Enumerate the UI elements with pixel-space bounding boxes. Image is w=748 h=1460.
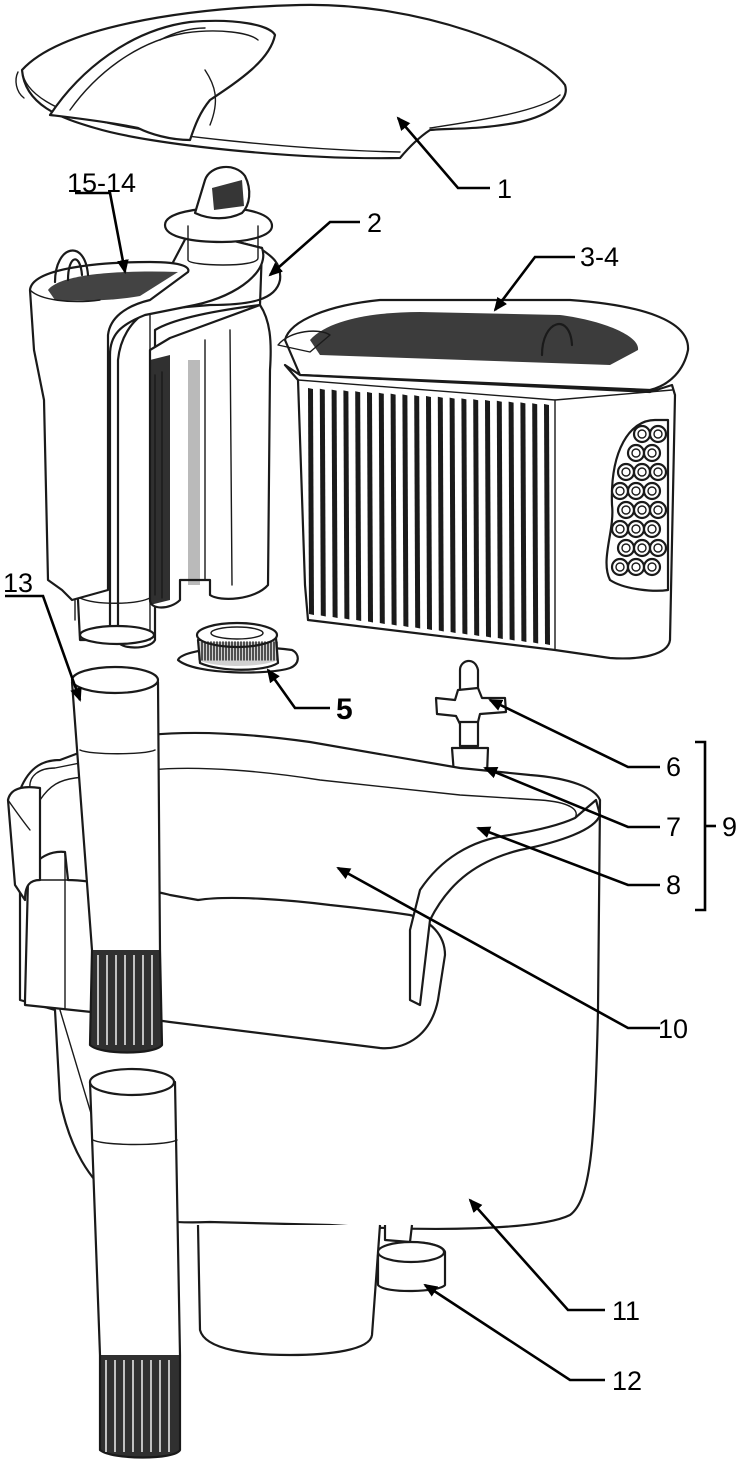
cartridge-slat xyxy=(544,404,550,645)
bio-ball xyxy=(650,464,666,480)
cartridge-slat xyxy=(343,390,349,619)
leader-6 xyxy=(490,700,660,767)
leader-12 xyxy=(425,1285,605,1380)
bio-ball xyxy=(644,559,660,575)
label-12: 12 xyxy=(612,1366,642,1396)
cartridge-slat xyxy=(402,394,408,627)
bio-ball xyxy=(618,464,634,480)
leader-2 xyxy=(270,222,360,275)
foot-plug xyxy=(378,1225,445,1291)
lid xyxy=(16,5,566,158)
bio-ball xyxy=(618,540,634,556)
bio-ball xyxy=(634,464,650,480)
cartridge-slat xyxy=(367,392,373,623)
bio-ball xyxy=(612,521,628,537)
intake-tube-lower xyxy=(90,1069,180,1458)
cartridge-slat xyxy=(473,399,479,636)
bio-ball xyxy=(650,540,666,556)
bio-ball xyxy=(628,445,644,461)
filter-cartridge xyxy=(278,300,688,658)
cartridge-slat xyxy=(520,402,526,642)
cartridge-slat xyxy=(532,403,538,643)
label-8: 8 xyxy=(666,870,681,900)
bio-ball xyxy=(628,483,644,499)
bio-ball xyxy=(634,502,650,518)
cartridge-slat xyxy=(355,391,361,621)
cartridge-slat xyxy=(379,393,385,624)
cartridge-slat xyxy=(414,395,420,628)
impeller-cover xyxy=(178,623,298,673)
label-7: 7 xyxy=(666,812,681,842)
leader-13 xyxy=(5,596,80,700)
cartridge-slat xyxy=(509,402,515,641)
leader-5 xyxy=(268,670,330,708)
bio-ball xyxy=(612,483,628,499)
bio-ball xyxy=(634,426,650,442)
cartridge-slat xyxy=(497,401,503,639)
cartridge-slat xyxy=(426,396,432,630)
label-10: 10 xyxy=(658,1014,688,1044)
cartridge-slat xyxy=(461,398,467,634)
bio-ball xyxy=(618,502,634,518)
label-15-14: 15-14 xyxy=(67,168,136,198)
label-9: 9 xyxy=(722,812,737,842)
bracket-9 xyxy=(695,742,705,910)
cartridge-slat xyxy=(391,394,397,626)
bio-ball xyxy=(634,540,650,556)
cartridge-slat xyxy=(485,400,491,638)
label-6: 6 xyxy=(666,752,681,782)
cartridge-slat xyxy=(438,397,444,632)
label-1: 1 xyxy=(497,174,512,204)
leader-15-14 xyxy=(75,193,125,272)
cartridge-slat xyxy=(332,390,338,618)
bio-ball xyxy=(628,559,644,575)
cartridge-slat xyxy=(320,389,326,617)
bio-ball xyxy=(650,426,666,442)
bio-ball xyxy=(644,445,660,461)
label-3-4: 3-4 xyxy=(580,242,619,272)
bio-ball xyxy=(644,521,660,537)
cartridge-slat xyxy=(308,388,314,615)
cartridge-slat xyxy=(450,398,456,633)
bio-ball xyxy=(650,502,666,518)
label-11: 11 xyxy=(612,1296,640,1326)
label-5: 5 xyxy=(336,693,353,726)
label-13: 13 xyxy=(3,568,33,598)
label-2: 2 xyxy=(367,208,382,238)
bio-ball xyxy=(644,483,660,499)
bio-ball xyxy=(628,521,644,537)
bio-ball xyxy=(612,559,628,575)
